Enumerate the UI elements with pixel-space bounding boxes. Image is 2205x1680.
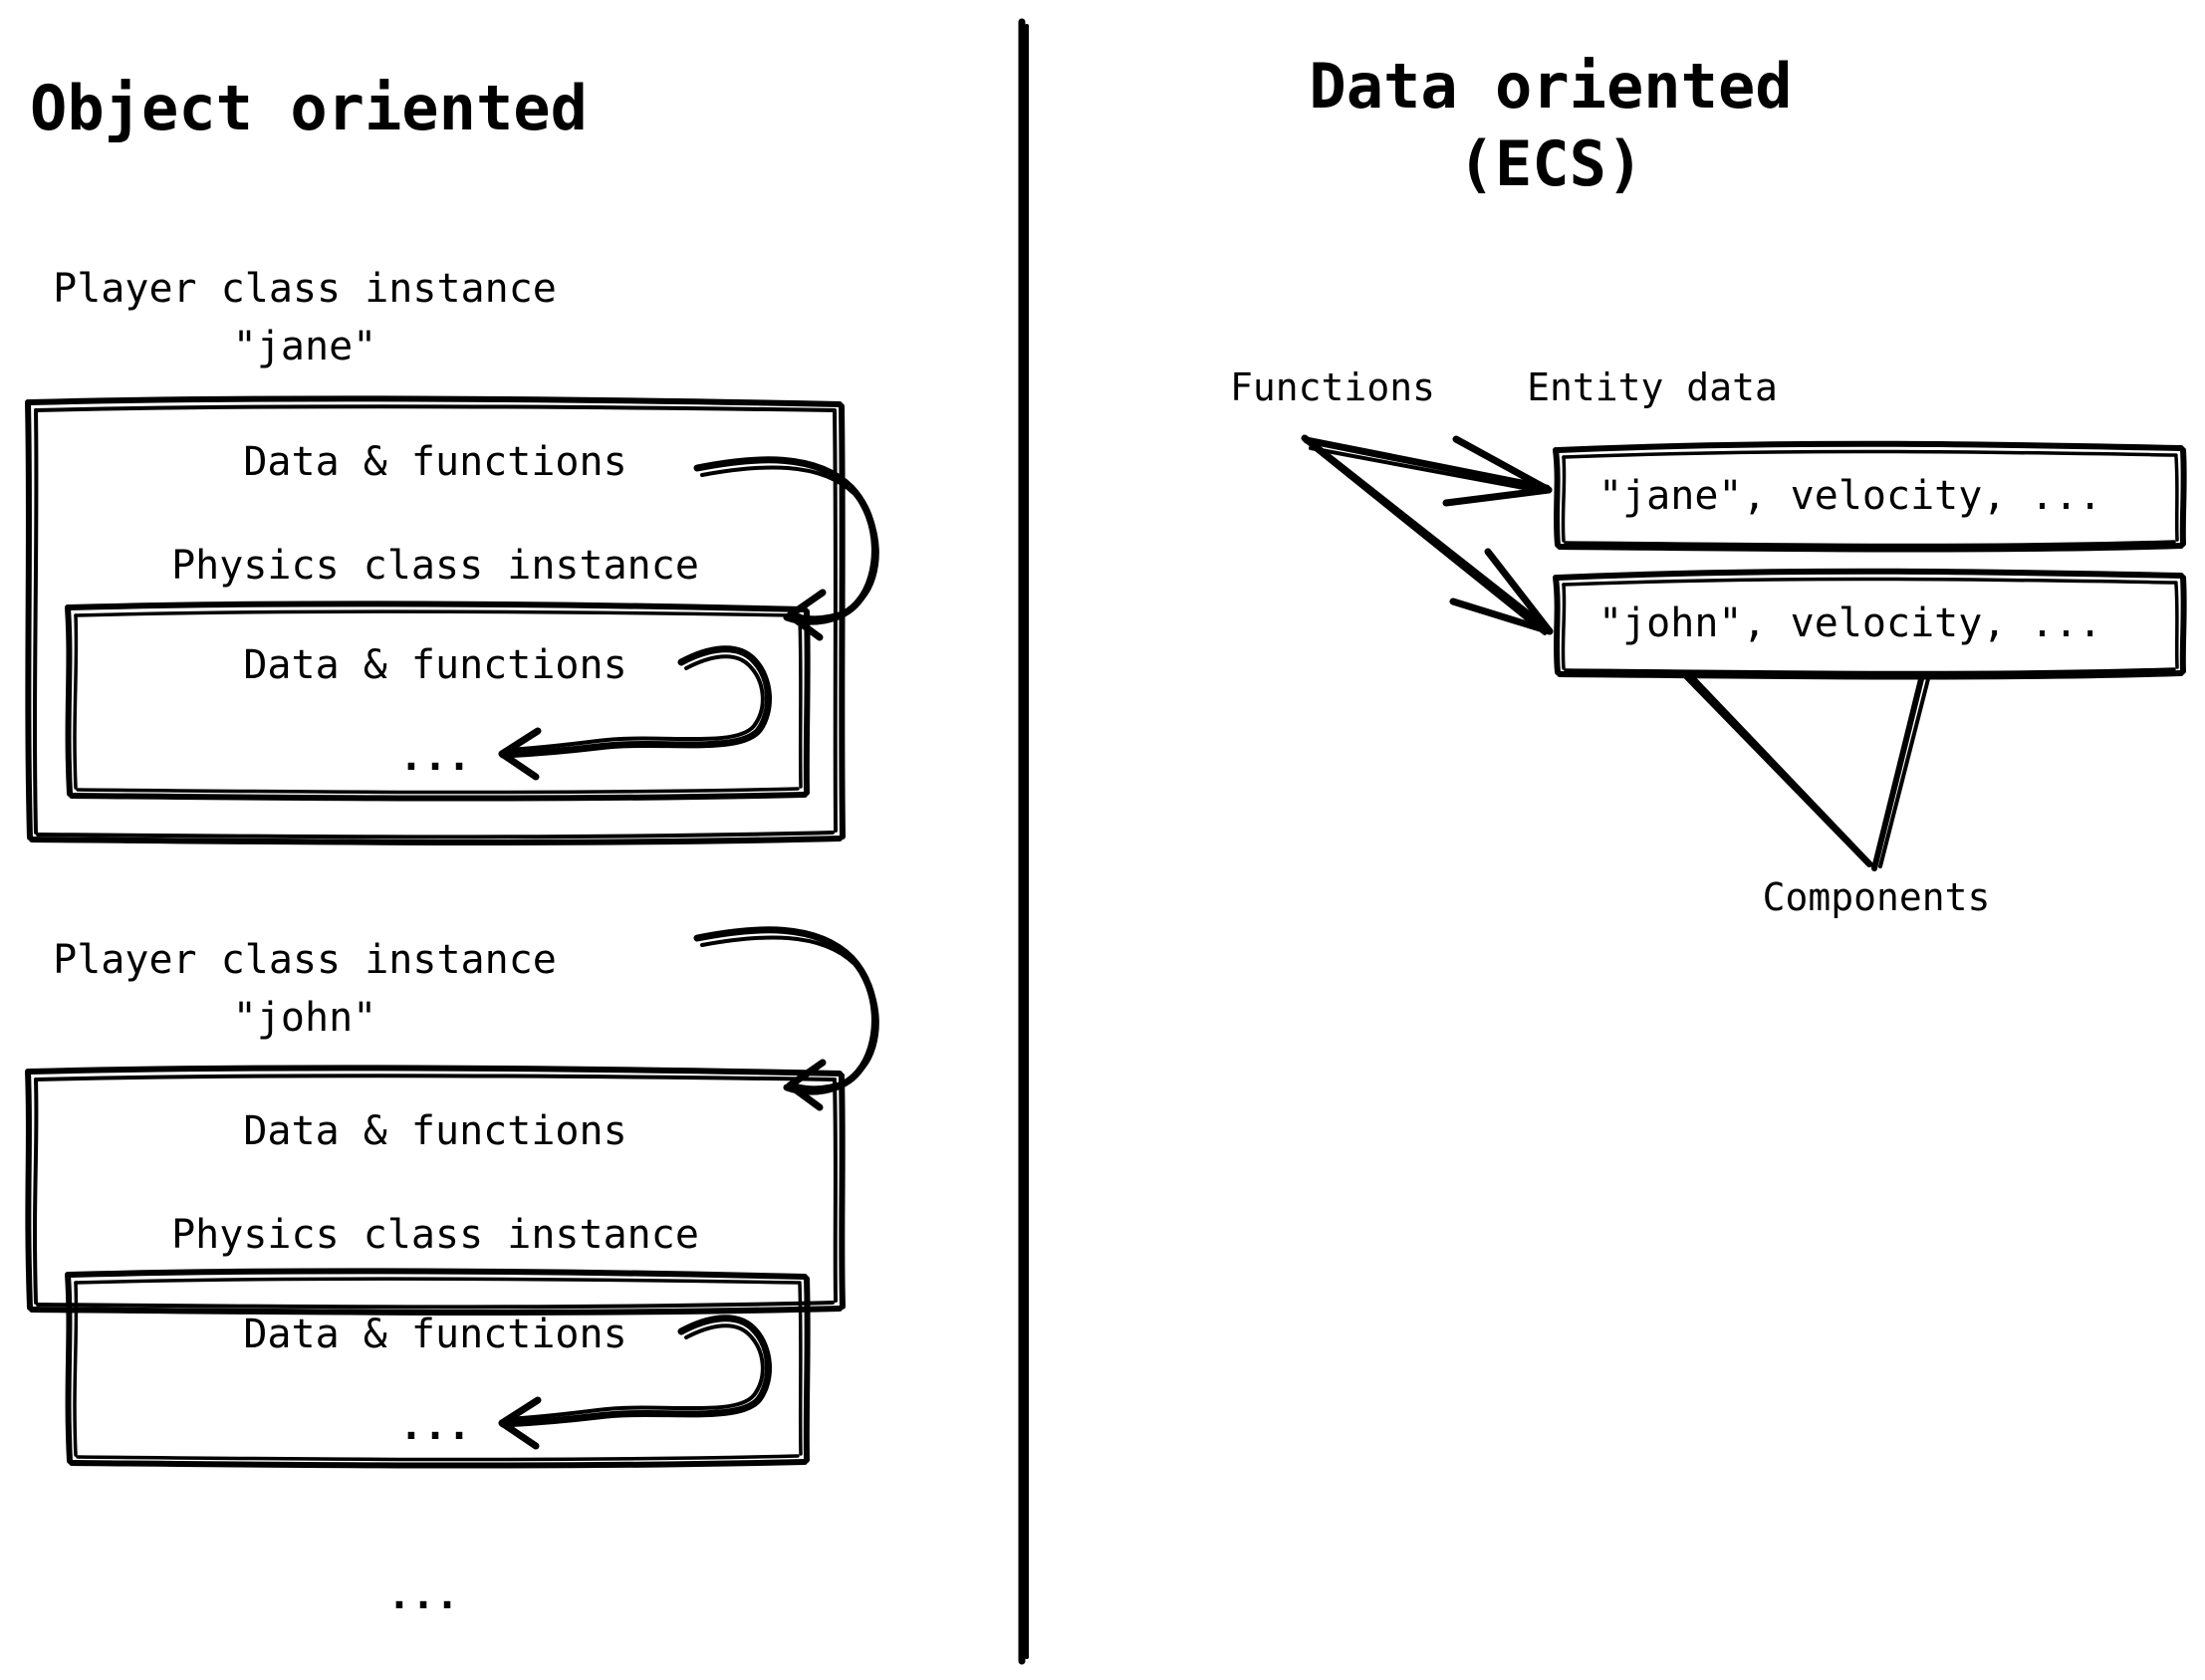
player-instance-jane-header-line1: Player class instance: [53, 266, 557, 312]
player-jane-physics-instance-label: Physics class instance: [171, 543, 699, 589]
physics-jane-ellipsis: ...: [398, 734, 472, 780]
vertical-divider-icon: [1018, 18, 1030, 1665]
left-panel-trailing-ellipsis: ...: [386, 1572, 460, 1618]
functions-arrow-to-john: [1301, 434, 1554, 635]
physics-john-data-and-functions-label: Data & functions: [243, 1312, 627, 1357]
functions-label: Functions: [1230, 365, 1435, 409]
self-reference-arrow-john-outer: [693, 926, 879, 1111]
right-panel-title-line2: (ECS): [1457, 127, 1644, 200]
player-instance-john-header-line2: "john": [232, 995, 377, 1041]
entity-row-jane: "jane", velocity, ...: [1598, 473, 2102, 519]
components-leader-lines: [1682, 672, 1931, 871]
player-box-john-outline: [25, 1065, 846, 1316]
left-panel-title: Object oriented: [30, 72, 588, 144]
player-john-data-and-functions-label: Data & functions: [243, 1108, 627, 1154]
physics-john-ellipsis: ...: [398, 1403, 472, 1449]
functions-arrow-to-jane: [1303, 435, 1553, 507]
player-john-physics-instance-label: Physics class instance: [171, 1212, 699, 1258]
player-jane-data-and-functions-label: Data & functions: [243, 439, 627, 485]
physics-jane-data-and-functions-label: Data & functions: [243, 642, 627, 688]
self-reference-arrow-jane-outer: [693, 456, 879, 641]
right-panel-title-line1: Data oriented: [1309, 50, 1793, 122]
entity-data-label: Entity data: [1527, 365, 1778, 409]
player-instance-john-header-line1: Player class instance: [53, 937, 557, 983]
player-instance-jane-header-line2: "jane": [232, 324, 377, 369]
entity-row-john: "john", velocity, ...: [1598, 600, 2102, 646]
components-label: Components: [1762, 875, 1991, 919]
